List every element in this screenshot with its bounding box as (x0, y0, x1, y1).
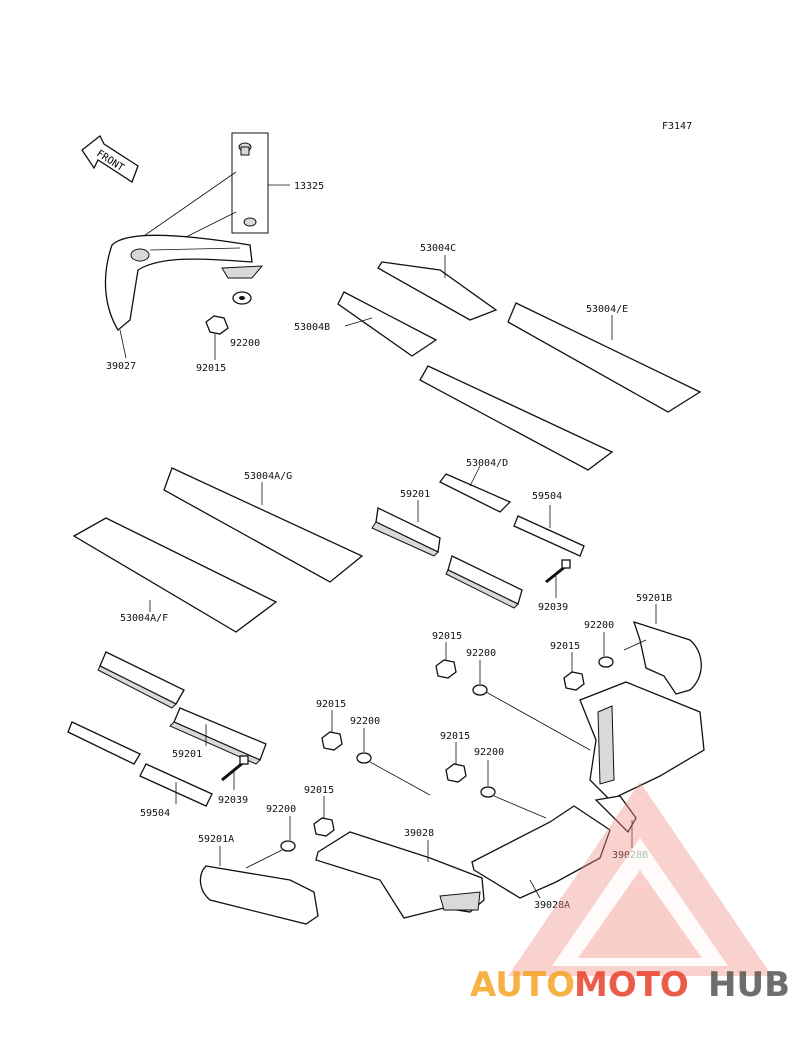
washer-92200-bottom (245, 816, 296, 869)
rail-59201-mid (445, 555, 523, 609)
mat-53004E (507, 302, 702, 413)
label-59201B: 59201B (636, 593, 672, 604)
bolt-92039-upper (545, 559, 571, 598)
label-92015-right: 92015 (550, 641, 580, 652)
mat-53004C (377, 255, 498, 321)
label-13325: 13325 (294, 181, 324, 192)
panel-39028A (471, 805, 611, 899)
label-92200-bottom: 92200 (266, 804, 296, 815)
rail-59201-upper (371, 500, 441, 557)
label-92015-center: 92015 (432, 631, 462, 642)
mat-53004D (439, 465, 512, 513)
washer-92200-midright (480, 760, 547, 819)
label-92015-bottom: 92015 (304, 785, 334, 796)
washer-92200-right (598, 632, 614, 668)
label-53004AF: 53004A/F (120, 613, 168, 624)
label-92200-midright: 92200 (474, 747, 504, 758)
label-53004AG: 53004A/G (244, 471, 292, 482)
rail-59201-lower (169, 707, 267, 765)
panel-39028B (579, 681, 705, 848)
label-53004E: 53004/E (586, 304, 628, 315)
mat-53004B (337, 291, 438, 357)
label-92039-upper: 92039 (538, 602, 568, 613)
panel-39028 (315, 831, 485, 919)
washer-92200-top (232, 291, 252, 305)
nut-92015-midleft (321, 710, 343, 751)
mat-53004-large (419, 365, 614, 471)
label-53004C: 53004C (420, 243, 456, 254)
label-59201-upper: 59201 (400, 489, 430, 500)
cover-59201A (199, 846, 319, 925)
washer-92200-center (472, 660, 591, 751)
rail-59504-lower-a (67, 721, 141, 765)
cover-59201B (623, 604, 702, 695)
label-59504-lower: 59504 (140, 808, 170, 819)
figure-code: F3147 (662, 121, 692, 132)
label-92200-top: 92200 (230, 338, 260, 349)
nut-92015-bottom (313, 796, 335, 837)
label-39027: 39027 (106, 361, 136, 372)
watermark-moto: MOTO (574, 965, 689, 1005)
label-92039-lower: 92039 (218, 795, 248, 806)
rail-59504-lower (139, 763, 213, 807)
washer-92200-midleft (356, 728, 431, 796)
label-92015-midright: 92015 (440, 731, 470, 742)
label-59201-lower: 59201 (172, 749, 202, 760)
watermark-hub: HUB (708, 965, 790, 1005)
part-13325-group (137, 132, 290, 256)
label-59504-upper: 59504 (532, 491, 562, 502)
rail-59201-lower-a (97, 651, 185, 709)
label-39028: 39028 (404, 828, 434, 839)
mat-53004AG (163, 467, 364, 583)
nut-92015-center (435, 642, 457, 679)
watermark-logo (508, 782, 772, 976)
front-arrow-icon: FRONT (81, 135, 139, 183)
bolt-92039-lower (221, 755, 249, 790)
label-92015-midleft: 92015 (316, 699, 346, 710)
label-53004B: 53004B (294, 322, 330, 333)
rail-59504-upper (513, 505, 585, 557)
part-39027 (104, 234, 264, 359)
nut-92015-top (205, 315, 229, 360)
mat-53004AF (72, 517, 278, 633)
label-59201A: 59201A (198, 834, 234, 845)
label-92015-top: 92015 (196, 363, 226, 374)
label-53004D: 53004/D (466, 458, 508, 469)
nut-92015-midright (445, 742, 467, 783)
label-92200-right: 92200 (584, 620, 614, 631)
label-39028A: 39028A (534, 900, 570, 911)
label-92200-center: 92200 (466, 648, 496, 659)
nut-92015-right (563, 652, 585, 691)
watermark-auto: AUTO (470, 965, 575, 1005)
label-92200-midleft: 92200 (350, 716, 380, 727)
